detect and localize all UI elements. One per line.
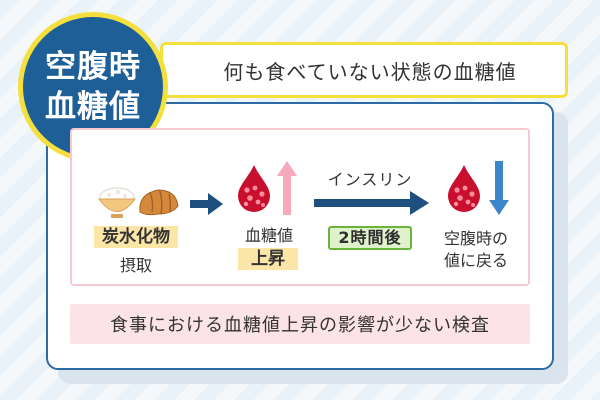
return-label: 空腹時の 値に戻る [428, 228, 524, 272]
food-label: 炭水化物 [94, 226, 178, 248]
blood-glucose-label: 血糖値 [244, 226, 293, 245]
arrow-right-icon [190, 193, 223, 215]
long-arrow-right-icon [314, 191, 429, 215]
title-banner: 何も食べていない状態の血糖値 [160, 42, 568, 98]
food-sub-label: 摂取 [119, 256, 152, 275]
blood-drop-icon-2 [448, 165, 480, 212]
banner-text: 何も食べていない状態の血糖値 [223, 59, 517, 84]
rice-bowl-icon [98, 187, 136, 218]
return-line1: 空腹時の [443, 229, 508, 248]
badge-line2: 血糖値 [45, 89, 141, 125]
hours-later-badge: 2時間後 [328, 226, 412, 250]
insulin-label: インスリン [327, 170, 413, 189]
bottom-note-text: 食事における血糖値上昇の影響が少ない検査 [110, 315, 490, 336]
badge-line1: 空腹時 [45, 49, 141, 85]
bread-icon [139, 189, 179, 216]
rise-label: 上昇 [238, 248, 298, 270]
up-arrow-icon [277, 161, 297, 215]
blood-drop-icon [238, 165, 270, 212]
return-line2: 値に戻る [443, 251, 508, 270]
bottom-note: 食事における血糖値上昇の影響が少ない検査 [70, 304, 530, 344]
down-arrow-icon [489, 161, 509, 215]
